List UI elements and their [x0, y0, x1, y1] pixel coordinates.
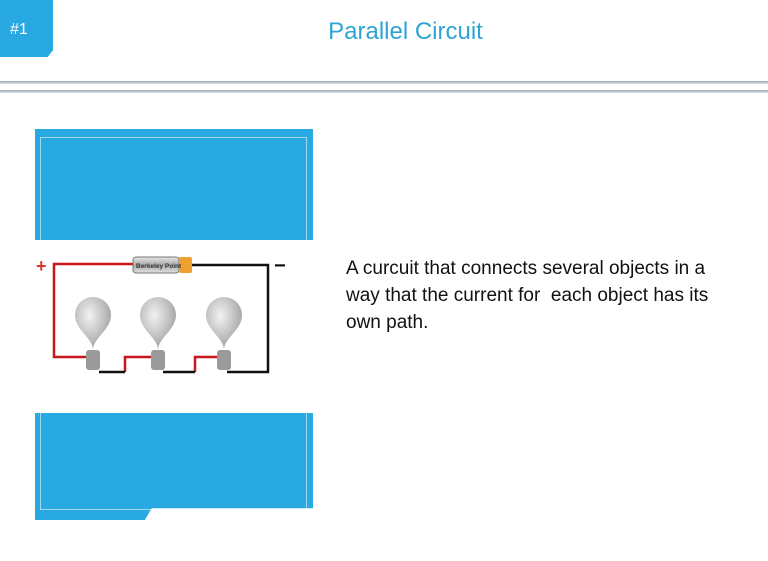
slide-title: Parallel Circuit — [328, 18, 483, 45]
negative-terminal-symbol: − — [274, 255, 286, 277]
black-wires — [99, 263, 270, 374]
header-divider-bottom — [0, 90, 768, 93]
header-divider-top — [0, 81, 768, 84]
red-wires — [52, 262, 221, 372]
slide-number: #1 — [10, 21, 28, 38]
parallel-circuit-diagram: + − Berkeley Point — [36, 255, 286, 374]
slide-number-badge: #1 — [0, 0, 53, 57]
light-bulb-icon — [75, 297, 111, 370]
light-bulb-icon — [206, 297, 242, 370]
light-bulb-icon — [140, 297, 176, 370]
positive-terminal-symbol: + — [36, 256, 47, 276]
battery-label: Berkeley Point — [136, 263, 182, 270]
slide-description: A curcuit that connects several objects … — [346, 258, 714, 333]
battery-icon: Berkeley Point — [132, 256, 192, 274]
